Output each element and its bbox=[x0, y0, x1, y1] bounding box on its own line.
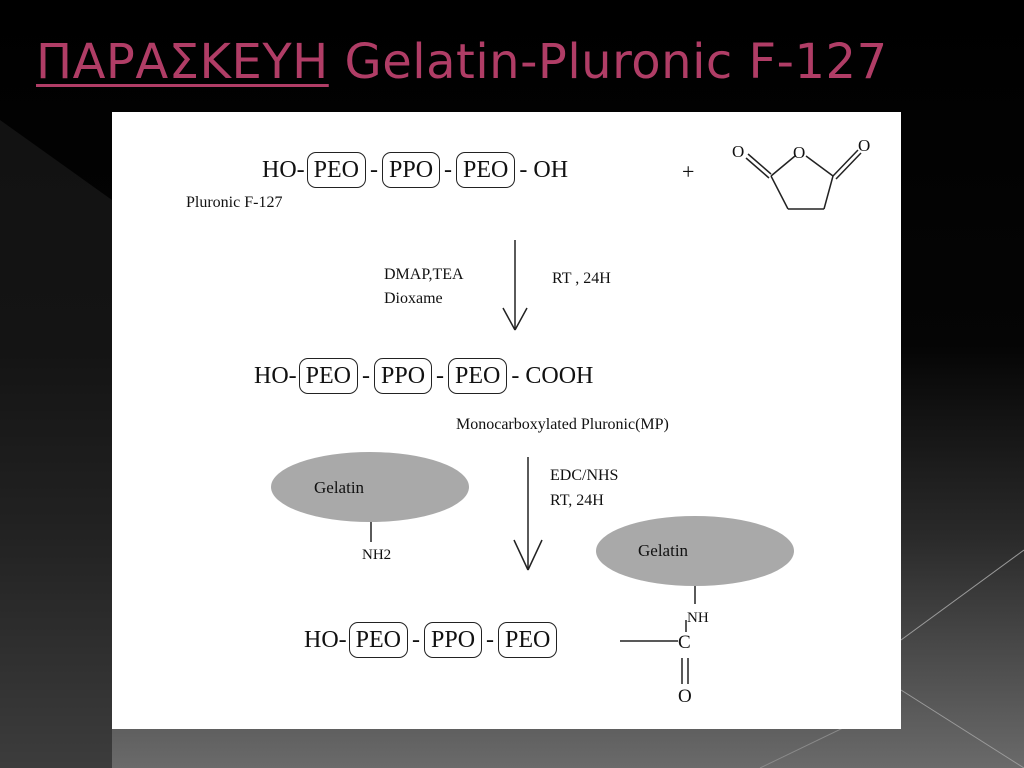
scheme-lines bbox=[271, 149, 862, 684]
peo-block: PEO bbox=[456, 152, 516, 188]
gelatin-product-label: Gelatin bbox=[638, 541, 689, 560]
peo-block: PEO bbox=[348, 622, 408, 658]
ho-group: HO- bbox=[304, 626, 347, 653]
reaction-arrow-2 bbox=[513, 457, 543, 571]
gelatin-reagent-ellipse bbox=[271, 452, 469, 522]
anhydride-oxygen-ring: O bbox=[793, 143, 806, 162]
pluronic-label: Pluronic F-127 bbox=[186, 194, 283, 211]
peo-block: PEO bbox=[448, 358, 508, 394]
bond-dash: - bbox=[362, 362, 370, 389]
oh-group: - OH bbox=[519, 156, 569, 183]
peo-block: PEO bbox=[498, 622, 558, 658]
bond-dash: - bbox=[412, 626, 420, 653]
condition-coupling-agents: EDC/NHS bbox=[550, 467, 619, 484]
ppo-block: PPO bbox=[424, 622, 483, 658]
condition-time-2: RT, 24H bbox=[550, 492, 604, 509]
carbonyl-carbon-label: C bbox=[678, 632, 691, 653]
gelatin-product-ellipse bbox=[596, 516, 794, 586]
plus-sign: + bbox=[682, 159, 695, 184]
monocarboxylated-pluronic-structure: HO- PEO - PPO - PEO - COOH bbox=[254, 358, 595, 394]
bond-dash: - bbox=[436, 362, 445, 389]
title-greek: ΠΑΡΑΣΚΕΥΗ bbox=[36, 34, 329, 90]
mp-label: Monocarboxylated Pluronic(MP) bbox=[456, 416, 669, 433]
slide-title: ΠΑΡΑΣΚΕΥΗ Gelatin-Pluronic F-127 bbox=[36, 34, 888, 90]
reaction-arrow-1 bbox=[502, 240, 528, 331]
bond-dash: - bbox=[486, 626, 495, 653]
peo-block: PEO bbox=[306, 152, 366, 188]
nh2-label: NH2 bbox=[362, 547, 392, 563]
carbonyl-oxygen-label: O bbox=[678, 686, 692, 707]
ppo-block: PPO bbox=[374, 358, 433, 394]
condition-time-1: RT , 24H bbox=[552, 270, 611, 287]
condition-reagents: DMAP,TEA bbox=[384, 266, 464, 283]
gelatin-reagent-label: Gelatin bbox=[314, 478, 365, 497]
ho-group: HO- bbox=[262, 156, 305, 183]
ho-group: HO- bbox=[254, 362, 297, 389]
pluronic-f127-structure: HO- PEO - PPO - PEO - OH bbox=[262, 152, 570, 188]
gelatin-pluronic-product-structure: HO- PEO - PPO - PEO bbox=[304, 622, 559, 658]
ppo-block: PPO bbox=[382, 152, 441, 188]
peo-block: PEO bbox=[298, 358, 358, 394]
reaction-scheme-panel: HO- PEO - PPO - PEO - OH + Pluronic F-12… bbox=[112, 112, 901, 729]
bond-dash: - bbox=[444, 156, 453, 183]
succinic-anhydride-structure bbox=[745, 149, 862, 210]
cooh-group: - COOH bbox=[511, 362, 594, 389]
title-rest: Gelatin-Pluronic F-127 bbox=[328, 34, 888, 90]
bond-dash: - bbox=[370, 156, 378, 183]
nh-label: NH bbox=[687, 610, 709, 626]
anhydride-oxygen-left: O bbox=[732, 142, 745, 161]
condition-solvent: Dioxame bbox=[384, 290, 443, 307]
anhydride-oxygen-right: O bbox=[858, 136, 871, 155]
